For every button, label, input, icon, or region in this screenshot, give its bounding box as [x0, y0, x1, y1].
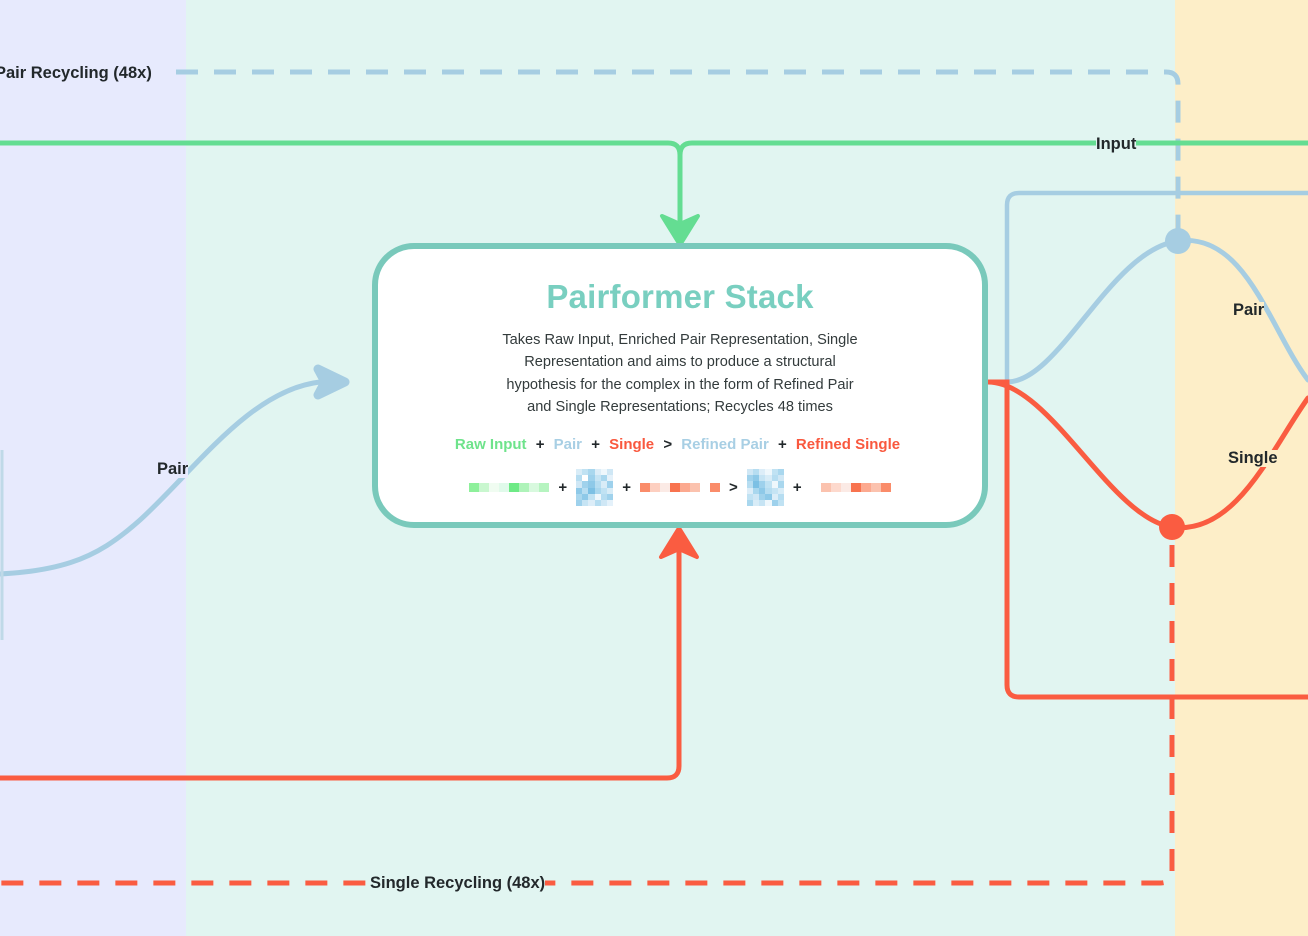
single-strip-glyph [640, 483, 720, 493]
glyph-greater-than: > [729, 479, 738, 497]
pair-input-arrowhead [313, 364, 350, 400]
pair-input-curve-left [0, 379, 323, 577]
refined-single-strip-glyph [811, 483, 891, 493]
formula-refined-single: Refined Single [795, 435, 901, 453]
formula-raw-input: Raw Input [454, 435, 527, 453]
card-description: Takes Raw Input, Enriched Pair Represent… [502, 332, 858, 415]
label-single-right: Single [1221, 447, 1284, 469]
formula-plus-2: + [591, 435, 600, 453]
card-glyph-row: + + > + [469, 468, 891, 507]
single-recycling-dashed-line [0, 545, 1175, 886]
label-pair-right: Pair [1225, 299, 1272, 321]
single-node-dot [1159, 514, 1185, 540]
pair-recycling-dashed-line [176, 69, 1181, 232]
label-single-recycling: Single Recycling (48x) [362, 872, 553, 894]
pair-matrix-glyph [576, 468, 614, 507]
glyph-plus-b: + [622, 479, 631, 497]
pairformer-stack-card[interactable]: Pairformer Stack Takes Raw Input, Enrich… [372, 243, 988, 528]
formula-produces: > [663, 435, 673, 453]
card-title: Pairformer Stack [546, 278, 814, 315]
background-band-right [1175, 0, 1308, 936]
refined-pair-matrix-glyph [746, 468, 784, 507]
input-line-horizontal [677, 140, 1308, 228]
card-formula: Raw Input + Pair + Single > Refined Pair… [455, 436, 905, 453]
formula-single: Single [609, 435, 655, 453]
glyph-plus-a: + [558, 479, 568, 497]
formula-plus-3: + [777, 435, 787, 453]
label-pair-left: Pair [149, 458, 196, 480]
input-line-left-segment [0, 140, 683, 156]
formula-pair: Pair [553, 435, 583, 453]
pair-output-horizontal [1004, 190, 1308, 385]
pair-node-dot [1165, 228, 1191, 254]
single-return-arrowhead [659, 526, 699, 559]
label-pair-recycling: Pair Recycling (48x) [0, 62, 159, 84]
single-output-down-right [985, 379, 1308, 700]
input-arrowhead [660, 214, 700, 247]
label-input: Input [1088, 133, 1144, 155]
glyph-plus-c: + [792, 479, 802, 497]
raw-input-strip-glyph [469, 483, 550, 493]
single-return-to-card [0, 542, 682, 781]
formula-refined-pair: Refined Pair [681, 435, 769, 453]
formula-plus-1: + [535, 435, 545, 453]
